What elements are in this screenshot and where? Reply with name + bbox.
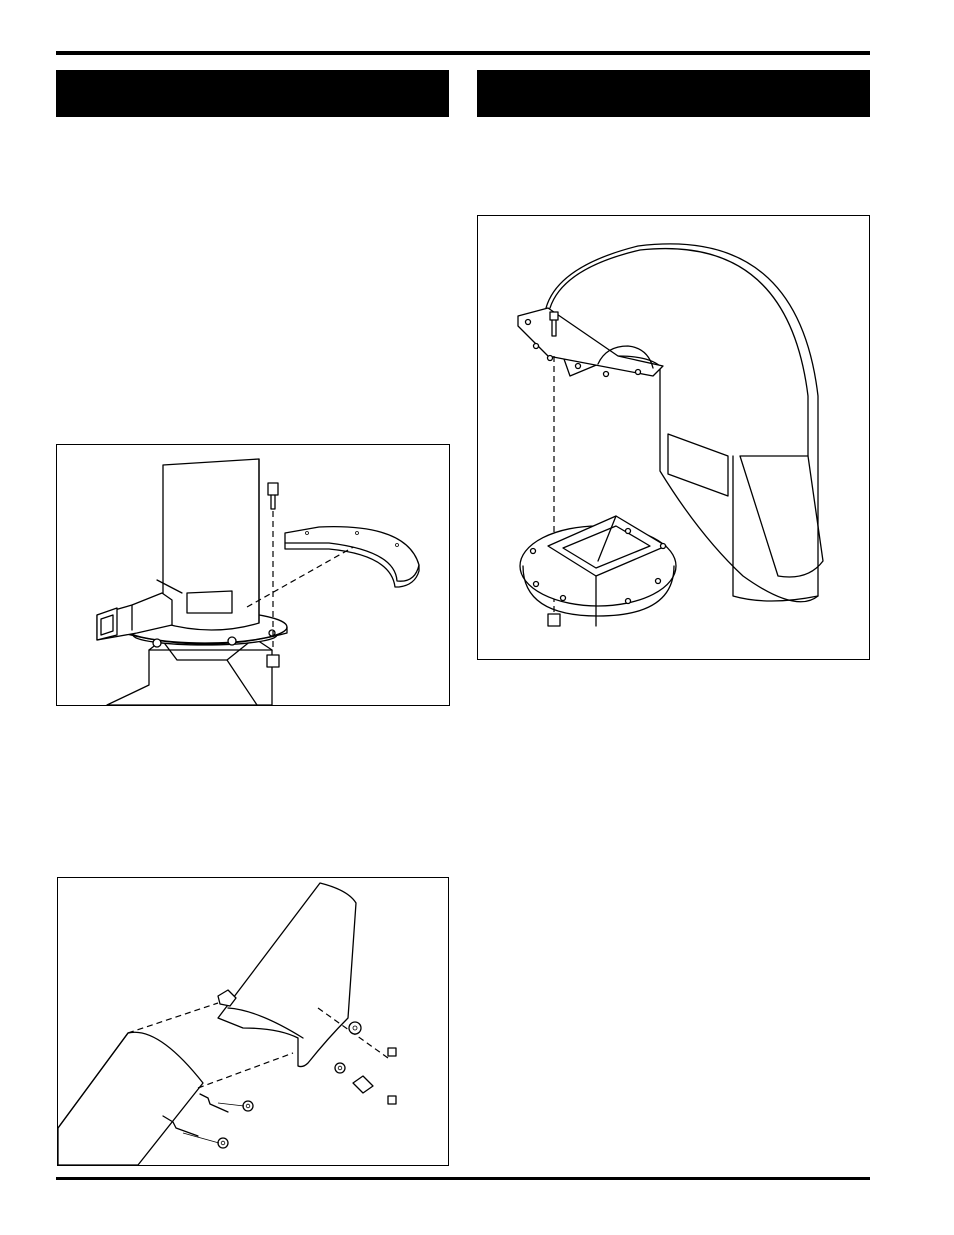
section-heading-right [477, 70, 870, 117]
figure-deflector [57, 877, 449, 1166]
figure-tube-flange [56, 444, 450, 706]
figure-discharge-hood [477, 215, 870, 660]
bottom-rule [56, 1177, 870, 1180]
section-heading-left [56, 70, 449, 117]
deflector-illustration [58, 882, 397, 1165]
tube-flange-illustration [96, 458, 420, 705]
top-rule [56, 51, 870, 55]
discharge-hood-illustration [517, 243, 824, 627]
